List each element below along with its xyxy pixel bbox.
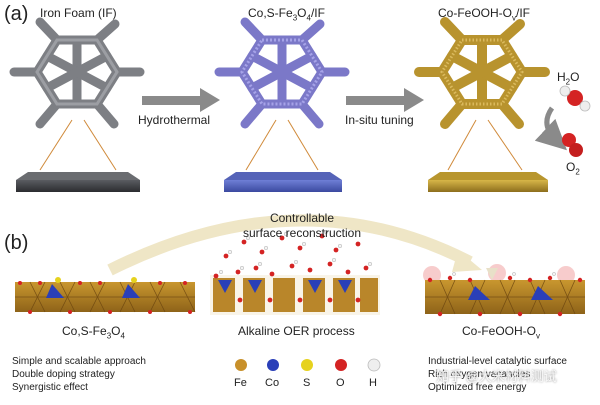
- legend-ball-h: [367, 358, 381, 372]
- arrow2-label: In-situ tuning: [345, 113, 414, 127]
- left-note: Synergistic effect: [12, 382, 88, 393]
- left-note: Simple and scalable approach: [12, 356, 146, 367]
- cos-fe3o4-foam-structure: [214, 17, 350, 192]
- co-feooh-ov-label: Co-FeOOH-Ov: [462, 324, 541, 341]
- right-note: Optimized free energy: [428, 382, 527, 393]
- oer-process-label: Alkaline OER process: [238, 324, 355, 338]
- reconstruction-label: Controllable surface reconstruction: [242, 211, 362, 240]
- water-molecule-icon: [559, 85, 591, 112]
- right-note: Industrial-level catalytic surface: [428, 356, 567, 367]
- legend-label-o: O: [336, 377, 345, 389]
- co-feooh-foam-structure: [414, 17, 550, 192]
- legend-ball-co: [267, 359, 279, 371]
- surface-reconstruction-arrow: [107, 214, 473, 276]
- legend-label-h: H: [369, 377, 377, 389]
- cos-fe3o4-crystal-slab: [15, 277, 196, 314]
- watermark: 知乎 @大米材料测试: [436, 369, 557, 384]
- arrow1-label: Hydrothermal: [138, 113, 211, 127]
- right-notes: Industrial-level catalytic surface Rich …: [428, 355, 567, 394]
- panel-b-label: (b): [4, 232, 29, 254]
- oxygen-molecule-icon: [562, 133, 583, 157]
- legend-label-s: S: [303, 377, 311, 389]
- h2o-label: H2O: [557, 70, 580, 87]
- arrow-in-situ-tuning: [346, 88, 424, 112]
- oer-process-slab: [210, 229, 380, 315]
- co-feooh-ov-crystal-slab: [423, 264, 585, 317]
- left-notes: Simple and scalable approach Double dopi…: [12, 355, 146, 394]
- left-note: Double doping strategy: [12, 369, 115, 380]
- right-note: Rich oxygen vacancies: [428, 369, 531, 380]
- legend-balls: [235, 358, 381, 372]
- panel-a-label: (a): [4, 3, 29, 25]
- stage1-title: Iron Foam (IF): [40, 6, 117, 20]
- arrow-hydrothermal: [142, 88, 220, 112]
- surface-reconstruction-arrowhead: [452, 250, 482, 272]
- stage3-title: Co-FeOOH-Ov/IF: [438, 6, 531, 23]
- legend-label-fe: Fe: [234, 377, 247, 389]
- iron-foam-structure: [9, 17, 145, 192]
- legend-ball-fe: [235, 359, 247, 371]
- o2-label: O2: [566, 160, 580, 177]
- cos-fe3o4-label: Co,S-Fe3O4: [62, 324, 125, 341]
- stage2-title: Co,S-Fe3O4/IF: [248, 6, 325, 23]
- legend-label-co: Co: [265, 377, 280, 389]
- curved-arrow-water-to-oxygen: [534, 106, 567, 151]
- legend-ball-s: [301, 359, 313, 371]
- legend-ball-o: [335, 359, 347, 371]
